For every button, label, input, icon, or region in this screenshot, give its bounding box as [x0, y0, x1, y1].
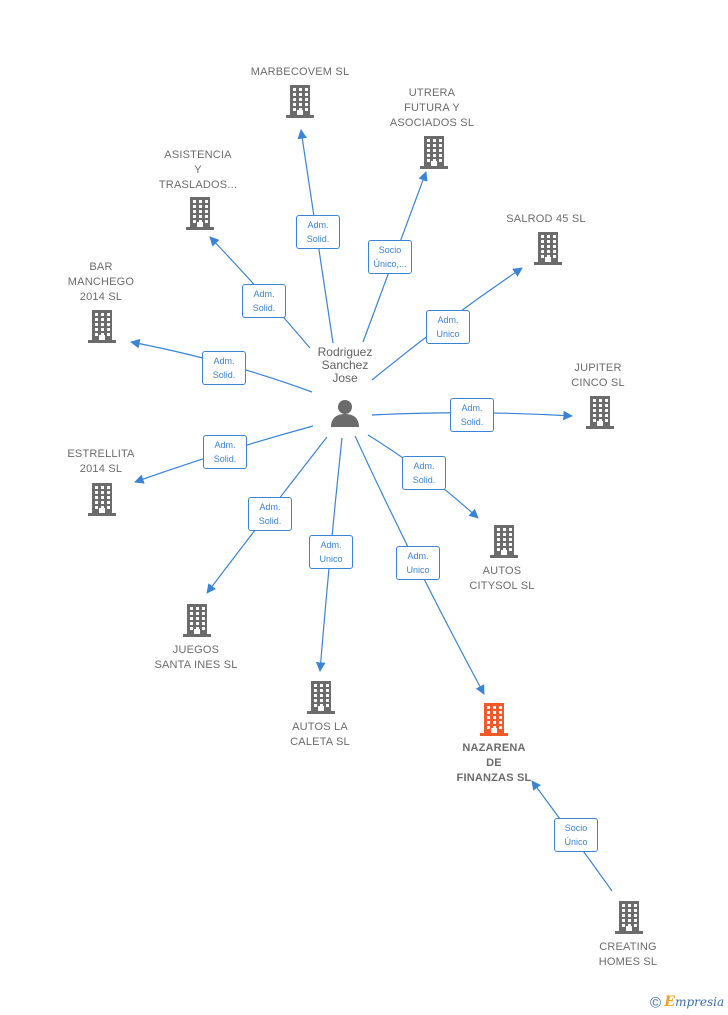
company-name-asistencia[interactable]: ASISTENCIA Y TRASLADOS... [158, 149, 238, 191]
building-icon-juegos[interactable] [183, 603, 211, 642]
company-name-juegos[interactable]: JUEGOS SANTA INES SL [154, 644, 238, 671]
relation-label-bar-manchego[interactable]: Adm. Solid. [202, 351, 246, 385]
company-name-salrod[interactable]: SALROD 45 SL [506, 213, 586, 225]
relation-label-autos-citysol[interactable]: Adm. Solid. [402, 456, 446, 490]
company-name-bar-manchego[interactable]: BAR MANCHEGO 2014 SL [67, 261, 135, 303]
company-name-utrera[interactable]: UTRERA FUTURA Y ASOCIADOS SL [389, 87, 475, 129]
company-name-autos-citysol[interactable]: AUTOS CITYSOL SL [469, 565, 535, 592]
relation-label-juegos[interactable]: Adm. Solid. [248, 497, 292, 531]
company-name-estrellita[interactable]: ESTRELLITA 2014 SL [67, 448, 135, 475]
relation-label-creating[interactable]: Socio Único [554, 818, 598, 852]
building-icon-autos-citysol[interactable] [490, 524, 518, 563]
brand-name: mpresia [675, 995, 725, 1009]
person-name[interactable]: Rodriguez Sanchez Jose [317, 345, 373, 385]
company-name-nazarena[interactable]: NAZARENA DE FINANZAS SL [456, 742, 532, 784]
relation-label-utrera[interactable]: Socio Único,... [368, 240, 412, 274]
relation-label-nazarena[interactable]: Adm. Unico [396, 546, 440, 580]
person-icon[interactable] [330, 398, 360, 433]
relation-label-jupiter[interactable]: Adm. Solid. [450, 398, 494, 432]
building-icon-bar-manchego[interactable] [88, 309, 116, 348]
relation-label-salrod[interactable]: Adm. Unico [426, 310, 470, 344]
brand-initial: E [664, 994, 676, 1010]
building-icon-creating[interactable] [615, 900, 643, 939]
company-name-autos-caleta[interactable]: AUTOS LA CALETA SL [290, 721, 350, 748]
relation-label-estrellita[interactable]: Adm. Solid. [203, 435, 247, 469]
building-icon-utrera[interactable] [420, 135, 448, 174]
building-icon-nazarena[interactable] [480, 702, 508, 741]
relation-label-autos-caleta[interactable]: Adm. Unico [309, 535, 353, 569]
building-icon-marbecovem[interactable] [286, 84, 314, 123]
company-name-marbecovem[interactable]: MARBECOVEM SL [250, 66, 350, 78]
relation-label-asistencia[interactable]: Adm. Solid. [242, 284, 286, 318]
relation-label-marbecovem[interactable]: Adm. Solid. [296, 215, 340, 249]
building-icon-salrod[interactable] [534, 231, 562, 270]
company-name-jupiter[interactable]: JUPITER CINCO SL [571, 362, 625, 389]
building-icon-asistencia[interactable] [186, 196, 214, 235]
building-icon-jupiter[interactable] [586, 395, 614, 434]
company-name-creating[interactable]: CREATING HOMES SL [598, 941, 658, 968]
building-icon-autos-caleta[interactable] [307, 680, 335, 719]
copyright-icon: © [650, 994, 662, 1012]
building-icon-estrellita[interactable] [88, 482, 116, 521]
footer-brand[interactable]: © Empresia [650, 994, 724, 1014]
